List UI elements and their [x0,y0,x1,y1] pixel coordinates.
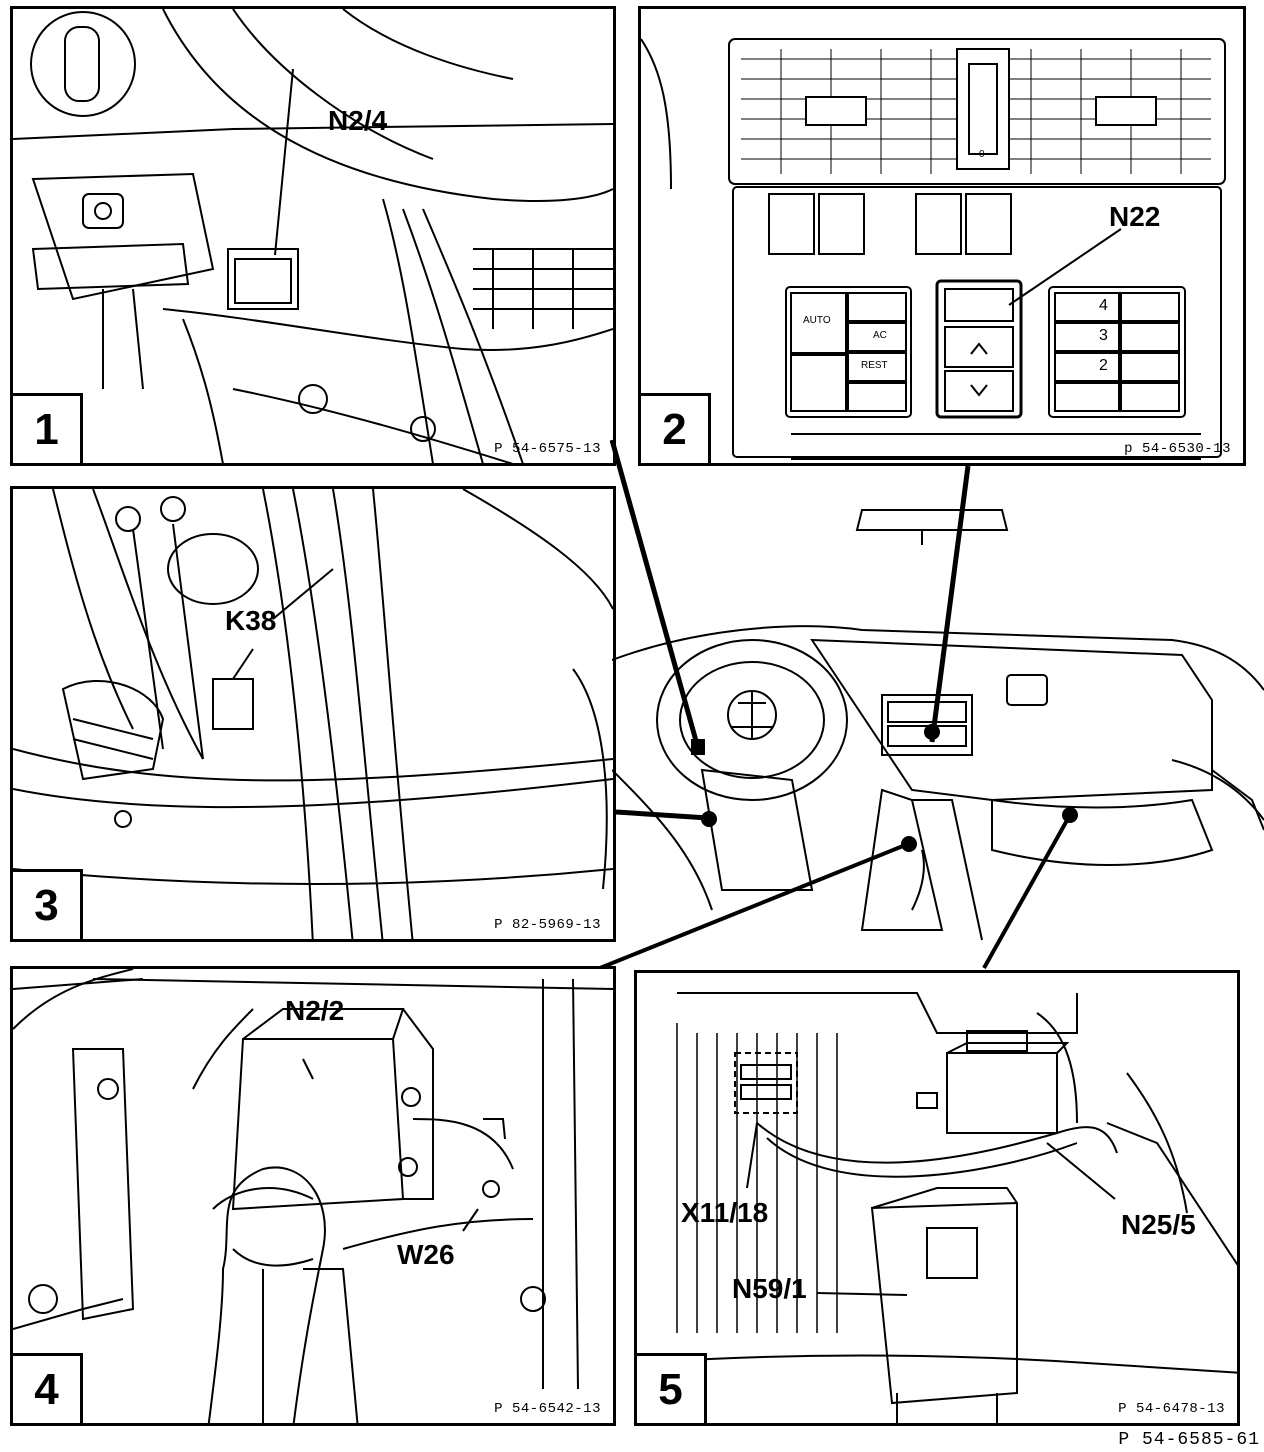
panel-2-drawing [641,38,1226,460]
car-interior-overview [612,509,1264,941]
panel-5-number: 5 [637,1353,707,1423]
panel-3: K38 3 P 82-5969-13 [10,486,616,942]
fan-level-4: 4 [1099,297,1108,314]
panel-4-ref: P 54-6542-13 [494,1401,601,1417]
fan-level-3: 3 [1099,327,1108,344]
label-x11-18: X11/18 [681,1197,769,1228]
ac-button-label: AC [873,330,887,341]
panel-3-number: 3 [13,869,83,939]
panel-1-ref: P 54-6575-13 [494,441,601,457]
panel-4-number: 4 [13,1353,83,1423]
panel-5-ref: P 54-6478-13 [1118,1401,1225,1417]
label-w26: W26 [397,1239,455,1270]
panel-1: N2/4 1 P 54-6575-13 [10,6,616,466]
panel-2-number: 2 [641,393,711,463]
fan-level-2: 2 [1099,357,1108,374]
auto-button-label: AUTO [803,315,831,326]
rest-button-label: REST [861,360,888,371]
label-n25-5: N25/5 [1121,1209,1196,1240]
panel-5: X11/18 N25/5 N59/1 5 P 54-6478-13 [634,970,1240,1426]
panel-3-ref: P 82-5969-13 [494,917,601,933]
panel-1-drawing [13,9,613,463]
panel-4: N2/2 W26 4 P 54-6542-13 [10,966,616,1426]
panel-2-ref: p 54-6530-13 [1124,441,1231,457]
label-n59-1: N59/1 [732,1273,807,1304]
panel-4-drawing [13,969,613,1423]
label-k38: K38 [225,605,277,636]
vent-dial-label: 0 [979,149,985,160]
label-n2-2: N2/2 [285,995,345,1026]
panel-3-drawing [13,489,613,939]
figure-reference: P 54-6585-61 [1118,1430,1260,1450]
label-n2-4: N2/4 [328,105,388,136]
label-n22: N22 [1109,201,1161,232]
panel-2: AUTO AC REST 4 3 2 0 N22 2 p 54-6530-13 [638,6,1246,466]
panel-1-number: 1 [13,393,83,463]
